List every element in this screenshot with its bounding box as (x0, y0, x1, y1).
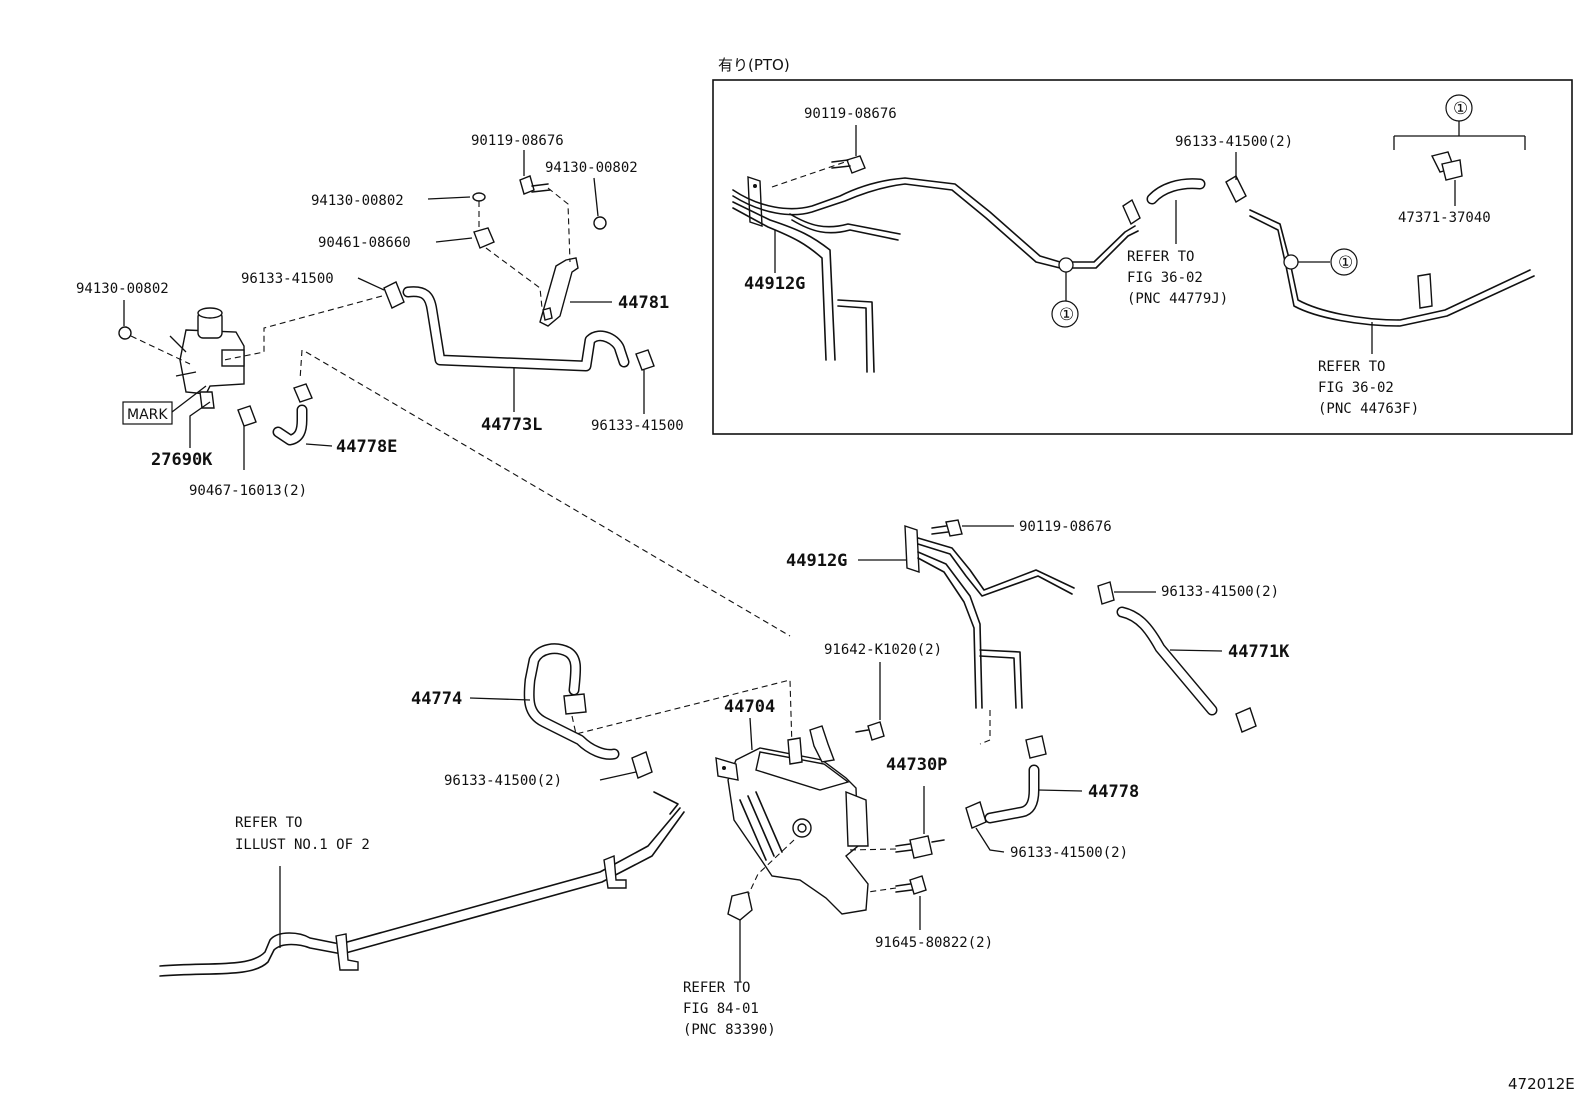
pipe-assembly-44912g-inset: ① (732, 155, 1141, 373)
label-44773l: 44773L (481, 415, 542, 435)
vsv-group: MARK 90119-08676 9413 (76, 133, 791, 637)
clip-44778-upper (1025, 735, 1047, 759)
clip-96133-d (631, 751, 653, 779)
label-90119-inset: 90119-08676 (804, 106, 897, 122)
label-96133-b: 96133-41500 (591, 418, 684, 434)
clip-96133-c (1097, 581, 1115, 605)
connector-44730p (909, 835, 933, 859)
nut-94130-b (593, 216, 607, 230)
clip-96133-a (383, 281, 405, 309)
washer-94130-a (472, 192, 486, 202)
pipe-bracket-upper (603, 854, 627, 889)
clip-44774-upper (563, 693, 587, 715)
label-94130-a: 94130-00802 (311, 193, 404, 209)
clip-96133-b (635, 349, 655, 371)
bolt-90119-top (519, 175, 535, 195)
vsv-27690k (179, 329, 245, 395)
clip-44771k-end (1235, 707, 1257, 733)
note-fig8401: REFER TO FIG 84-01 (PNC 83390) (683, 980, 776, 1038)
bolt-91642 (867, 721, 885, 741)
label-44778e: 44778E (336, 437, 397, 457)
label-44912g-mid: 44912G (786, 551, 847, 571)
pipe-assembly-44912g-main: 90119-08676 44912G 96133-41500(2) 44771K (786, 519, 1290, 745)
canister-group: 91642-K1020(2) 44774 44704 44730P 44778 … (159, 642, 1139, 1038)
bolt-90119-mid (945, 519, 963, 537)
label-91645: 91645-80822(2) (875, 935, 993, 951)
clip-upper-44778e (293, 383, 313, 403)
label-96133-d: 96133-41500(2) (444, 773, 562, 789)
hose-inset: ① (1146, 175, 1535, 327)
label-27690k: 27690K (151, 450, 213, 470)
pto-box-frame (712, 79, 1573, 435)
sensor-83390 (727, 891, 753, 921)
label-96133-e: 96133-41500(2) (1010, 845, 1128, 861)
callout-marker-2: ① (1338, 253, 1353, 273)
clip-90467 (237, 405, 257, 427)
nut-94130-left (118, 326, 132, 340)
label-90461: 90461-08660 (318, 235, 411, 251)
label-44778: 44778 (1088, 782, 1139, 802)
note-fig3602-f: REFER TO FIG 36-02 (PNC 44763F) (1318, 359, 1419, 417)
figure-id: 472012E (1508, 1075, 1575, 1093)
pto-inset: 有り(PTO) ① (712, 56, 1573, 435)
mark-tag-label: MARK (127, 407, 168, 423)
label-47371: 47371-37040 (1398, 210, 1491, 226)
label-44704: 44704 (724, 697, 775, 717)
label-96133-inset: 96133-41500(2) (1175, 134, 1293, 150)
label-96133-a: 96133-41500 (241, 271, 334, 287)
label-44730p: 44730P (886, 755, 947, 775)
label-96133-c: 96133-41500(2) (1161, 584, 1279, 600)
mark-tag (122, 401, 173, 425)
callout-marker-1: ① (1059, 305, 1074, 325)
clip-group-47371: ① (1393, 94, 1526, 206)
label-44774: 44774 (411, 689, 462, 709)
label-44771k: 44771K (1228, 642, 1290, 662)
label-44912g-inset: 44912G (744, 274, 805, 294)
bolt-91645 (909, 875, 927, 895)
label-94130-c: 94130-00802 (76, 281, 169, 297)
label-44781: 44781 (618, 293, 669, 313)
label-90467: 90467-16013(2) (189, 483, 307, 499)
label-90119-mid: 90119-08676 (1019, 519, 1112, 535)
clip-96133-e (965, 801, 987, 829)
pto-box-header: 有り(PTO) (718, 56, 790, 74)
note-fig3602-j: REFER TO FIG 36-02 (PNC 44779J) (1127, 249, 1228, 307)
callout-marker-3: ① (1453, 99, 1468, 119)
note-illust: REFER TO ILLUST NO.1 OF 2 (235, 815, 370, 853)
grommet-90461 (473, 227, 495, 249)
label-90119-top: 90119-08676 (471, 133, 564, 149)
pipe-bracket-lower (335, 933, 359, 971)
label-94130-b: 94130-00802 (545, 160, 638, 176)
label-91642: 91642-K1020(2) (824, 642, 942, 658)
